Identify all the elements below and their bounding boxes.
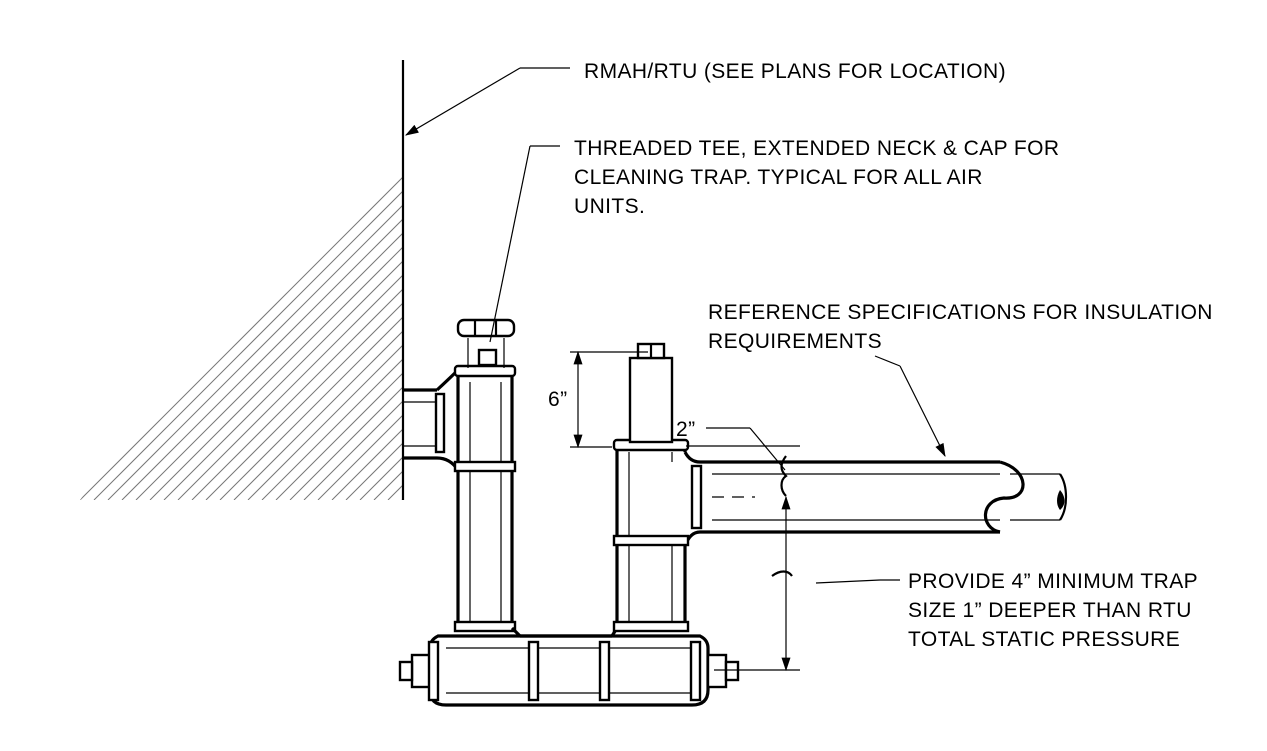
trap-right-end <box>706 653 728 689</box>
left-coupling <box>453 460 517 473</box>
tee-label-line-2: CLEANING TRAP. TYPICAL FOR ALL AIR <box>574 166 983 189</box>
hatch-line <box>556 50 1006 500</box>
trap-coupling-1 <box>427 640 440 702</box>
dimension-2in-label: 2” <box>676 418 695 441</box>
trap-coupling-4 <box>689 640 702 702</box>
insulation-label-line-2: REQUIREMENTS <box>708 330 882 353</box>
unit-drain-connection <box>403 388 437 460</box>
trap-left-end <box>410 653 432 689</box>
outlet-pipe <box>690 460 1068 534</box>
tee-leader-line <box>489 145 531 343</box>
right-lower-coupling <box>612 620 690 633</box>
extended-neck <box>477 348 498 367</box>
hatch-line <box>640 50 1090 500</box>
hatch-line <box>387 60 403 500</box>
rtu-unit <box>80 50 1267 500</box>
trap-bottom <box>398 626 740 707</box>
hatch-line <box>780 50 1230 500</box>
left-lower-coupling <box>453 620 517 633</box>
rtu-label: RMAH/RTU (SEE PLANS FOR LOCATION) <box>584 60 1006 83</box>
trap-label-line-3: TOTAL STATIC PRESSURE <box>908 628 1180 651</box>
hatch-line <box>892 50 1267 500</box>
insulation-leader-arrow <box>899 365 946 458</box>
hatch-line <box>514 50 964 500</box>
threaded-cap <box>456 318 516 338</box>
hatch-line <box>766 50 1216 500</box>
tee-top-band <box>453 364 517 378</box>
hatch-line <box>864 50 1267 500</box>
hatch-line <box>542 50 992 500</box>
hatch-line <box>850 50 1267 500</box>
dimension-2in <box>686 427 800 498</box>
hatch-line <box>345 60 403 500</box>
left-riser-pipe <box>434 364 517 633</box>
inlet-flange <box>434 392 446 454</box>
tee-label-line-1: THREADED TEE, EXTENDED NECK & CAP FOR <box>574 137 1059 160</box>
hatch-line <box>191 60 403 500</box>
trap-label-line-1: PROVIDE 4” MINIMUM TRAP <box>908 570 1198 593</box>
insulation-leader-shelf <box>874 355 901 367</box>
hatch-line <box>135 60 403 500</box>
dimension-6in <box>570 350 648 449</box>
insulation-label-line-1: REFERENCE SPECIFICATIONS FOR INSULATION <box>708 301 1213 324</box>
hatch-line <box>794 50 1244 500</box>
vent-riser <box>628 356 674 444</box>
right-coupling <box>612 534 690 547</box>
trap-left-plug <box>398 660 414 682</box>
hatch-line <box>724 50 1174 500</box>
hatch-line <box>80 60 403 500</box>
hatch-line <box>233 60 403 500</box>
hatch-line <box>822 50 1267 500</box>
hatch-line <box>177 60 403 500</box>
hatch-line <box>205 60 403 500</box>
hatch-line <box>289 60 403 500</box>
hatch-line <box>121 60 403 500</box>
hatch-line <box>682 50 1132 500</box>
hatch-line <box>331 60 403 500</box>
trap-label-line-2: SIZE 1” DEEPER THAN RTU <box>908 599 1192 622</box>
hatch-line <box>93 60 403 500</box>
cleanout-cap <box>456 318 516 368</box>
outlet-flange <box>690 464 703 530</box>
tee-label-line-3: UNITS. <box>574 195 645 218</box>
hatch-line <box>710 50 1160 500</box>
hatch-line <box>261 60 403 500</box>
hatch-line <box>472 50 922 500</box>
hatch-line <box>359 60 403 500</box>
dimension-6in-label: 6” <box>548 388 567 411</box>
dimension-trap-depth <box>714 495 800 672</box>
right-riser-pipe <box>612 342 701 633</box>
hatch-line <box>303 60 403 500</box>
rtu-leader-arrow <box>405 67 521 136</box>
hatch-line <box>668 50 1118 500</box>
trap-leader-line <box>815 579 881 584</box>
hatch-line <box>107 60 403 500</box>
hatch-line <box>654 50 1104 500</box>
hatch-line <box>752 50 1202 500</box>
hatch-line <box>836 50 1267 500</box>
trap-right-plug <box>724 660 740 682</box>
trap-coupling-3 <box>598 640 611 702</box>
hatch-line <box>275 60 403 500</box>
hatch-line <box>163 60 403 500</box>
hatch-line <box>808 50 1258 500</box>
trap-coupling-2 <box>527 640 540 702</box>
hatch-line <box>696 50 1146 500</box>
hatch-line <box>247 60 403 500</box>
hatch-line <box>878 50 1267 500</box>
rtu-hatch <box>80 50 1267 500</box>
hatch-line <box>219 60 403 500</box>
hatch-line <box>500 50 950 500</box>
hatch-line <box>149 60 403 500</box>
hatch-line <box>486 50 936 500</box>
hatch-line <box>317 60 403 500</box>
hatch-line <box>738 50 1188 500</box>
